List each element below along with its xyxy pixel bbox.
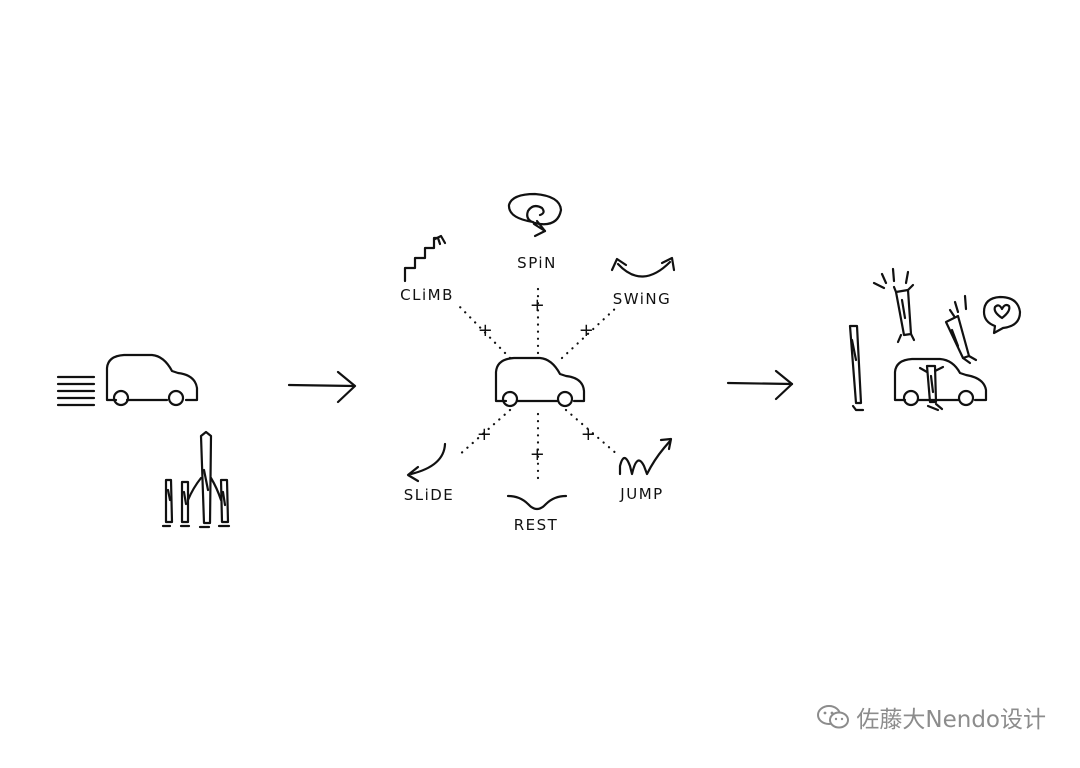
spin-icon [509,194,561,236]
plus-sign: + [477,424,494,445]
car-icon [107,355,197,405]
speed-lines-icon [58,377,94,405]
rest-icon [508,496,566,509]
action-label-rest: REST [514,516,559,534]
climbing-figure-icon [946,296,976,363]
car-icon [895,359,986,405]
arrow-right-icon [289,372,355,402]
plus-sign: + [581,424,598,445]
plus-sign: + [579,320,596,341]
action-label-swing: SWiNG [613,290,672,308]
watermark-text: 佐藤大Nendo设计 [856,700,1046,734]
jumping-figure-icon [874,269,914,342]
tall-figure-icon [850,326,863,410]
action-label-spin: SPiN [517,254,557,272]
action-label-climb: CLiMB [400,286,454,304]
climb-icon [405,236,445,281]
heart-bubble-icon [984,297,1020,333]
slide-icon [408,444,445,481]
plus-sign: + [530,295,547,316]
swing-icon [612,258,674,277]
leaning-figure-icon [920,366,943,410]
action-label-slide: SLiDE [404,486,455,504]
arrow-right-icon [728,371,792,399]
action-label-jump: JUMP [619,485,663,503]
plus-sign: + [530,444,547,465]
watermark: 佐藤大Nendo设计 [816,700,1046,734]
car-icon [496,358,584,406]
standing-figures-icon [163,432,229,527]
plus-sign: + [478,320,495,341]
jump-icon [620,439,671,474]
wechat-icon [816,703,850,731]
